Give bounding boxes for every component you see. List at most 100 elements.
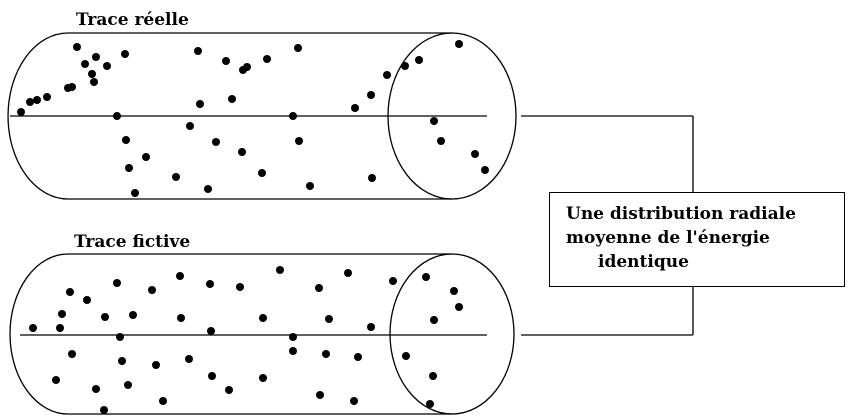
fictive-deposit-dot: [29, 324, 37, 332]
fictive-deposit-dot: [344, 269, 352, 277]
real-deposit-dot: [471, 150, 479, 158]
fictive-deposit-dot: [118, 357, 126, 365]
real-deposit-dot: [113, 112, 121, 120]
fictive-deposit-dot: [56, 324, 64, 332]
real-deposit-dot: [196, 100, 204, 108]
real-deposit-dot: [401, 62, 409, 70]
real-deposit-dot: [81, 60, 89, 68]
fictive-deposit-dot: [367, 323, 375, 331]
real-deposit-dot: [122, 136, 130, 144]
fictive-deposit-dot: [455, 303, 463, 311]
fictive-deposit-dot: [159, 397, 167, 405]
real-deposit-dot: [295, 137, 303, 145]
real-deposit-dot: [258, 169, 266, 177]
fictive-deposit-dot: [100, 406, 108, 414]
fictive-deposit-dot: [450, 287, 458, 295]
real-deposit-dot: [103, 62, 111, 70]
real-deposit-dot: [26, 98, 34, 106]
fictive-deposit-dot: [402, 352, 410, 360]
fictive-deposit-dot: [207, 327, 215, 335]
fictive-deposit-dot: [259, 374, 267, 382]
fictive-deposit-dot: [148, 286, 156, 294]
real-deposit-dot: [17, 108, 25, 116]
fictive-deposit-dot: [389, 277, 397, 285]
fictive-trace-title: Trace fictive: [74, 232, 191, 252]
real-deposit-dot: [481, 166, 489, 174]
fictive-deposit-dot: [116, 333, 124, 341]
real-deposit-dot: [437, 137, 445, 145]
real-deposit-dot: [238, 148, 246, 156]
fictive-deposit-dot: [429, 372, 437, 380]
real-deposit-dot: [367, 91, 375, 99]
real-deposit-dot: [88, 70, 96, 78]
real-deposit-dot: [92, 53, 100, 61]
box-line-3: identique: [598, 252, 689, 272]
fictive-deposit-dot: [152, 361, 160, 369]
fictive-track-energy-deposits: [29, 266, 463, 414]
fictive-deposit-dot: [316, 391, 324, 399]
real-deposit-dot: [64, 84, 72, 92]
real-deposit-dot: [90, 78, 98, 86]
fictive-deposit-dot: [430, 316, 438, 324]
real-deposit-dot: [239, 66, 247, 74]
real-deposit-dot: [172, 173, 180, 181]
real-deposit-dot: [33, 96, 41, 104]
connector-lines: [521, 115, 694, 336]
real-deposit-dot: [228, 95, 236, 103]
fictive-deposit-dot: [58, 310, 66, 318]
real-deposit-dot: [131, 189, 139, 197]
real-deposit-dot: [368, 174, 376, 182]
fictive-deposit-dot: [176, 272, 184, 280]
fictive-deposit-dot: [66, 288, 74, 296]
fictive-deposit-dot: [208, 372, 216, 380]
fictive-deposit-dot: [322, 350, 330, 358]
real-deposit-dot: [415, 56, 423, 64]
fictive-deposit-dot: [325, 315, 333, 323]
fictive-deposit-dot: [276, 266, 284, 274]
fictive-deposit-dot: [52, 376, 60, 384]
fictive-deposit-dot: [68, 350, 76, 358]
fictive-deposit-dot: [289, 347, 297, 355]
real-deposit-dot: [212, 138, 220, 146]
real-cylinder-left-arc: [7, 32, 69, 200]
real-deposit-dot: [455, 40, 463, 48]
real-deposit-dot: [186, 122, 194, 130]
real-deposit-dot: [289, 112, 297, 120]
real-deposit-dot: [43, 93, 51, 101]
fictive-cylinder-left-arc: [9, 253, 69, 415]
real-deposit-dot: [194, 47, 202, 55]
fictive-deposit-dot: [101, 313, 109, 321]
real-deposit-dot: [263, 55, 271, 63]
fictive-cylinder-end-ellipse: [389, 253, 515, 415]
fictive-deposit-dot: [177, 314, 185, 322]
box-line-2: moyenne de l'énergie: [566, 228, 770, 248]
real-deposit-dot: [430, 117, 438, 125]
fictive-deposit-dot: [185, 355, 193, 363]
real-deposit-dot: [142, 153, 150, 161]
fictive-deposit-dot: [426, 400, 434, 408]
real-deposit-dot: [125, 164, 133, 172]
fictive-deposit-dot: [92, 385, 100, 393]
fictive-track-cylinder: [9, 253, 515, 415]
fictive-deposit-dot: [315, 284, 323, 292]
fictive-deposit-dot: [206, 280, 214, 288]
fictive-deposit-dot: [289, 333, 297, 341]
real-deposit-dot: [294, 44, 302, 52]
real-deposit-dot: [222, 57, 230, 65]
box-line-1: Une distribution radiale: [566, 204, 796, 224]
fictive-deposit-dot: [225, 386, 233, 394]
real-trace-title: Trace réelle: [76, 10, 189, 30]
real-deposit-dot: [306, 182, 314, 190]
fictive-deposit-dot: [124, 381, 132, 389]
real-track-cylinder: [7, 32, 517, 200]
real-deposit-dot: [351, 104, 359, 112]
real-deposit-dot: [383, 71, 391, 79]
fictive-deposit-dot: [259, 314, 267, 322]
fictive-deposit-dot: [83, 296, 91, 304]
real-deposit-dot: [204, 185, 212, 193]
fictive-deposit-dot: [350, 397, 358, 405]
radial-distribution-box: Une distribution radiale moyenne de l'én…: [549, 192, 845, 287]
fictive-deposit-dot: [129, 311, 137, 319]
fictive-deposit-dot: [236, 283, 244, 291]
